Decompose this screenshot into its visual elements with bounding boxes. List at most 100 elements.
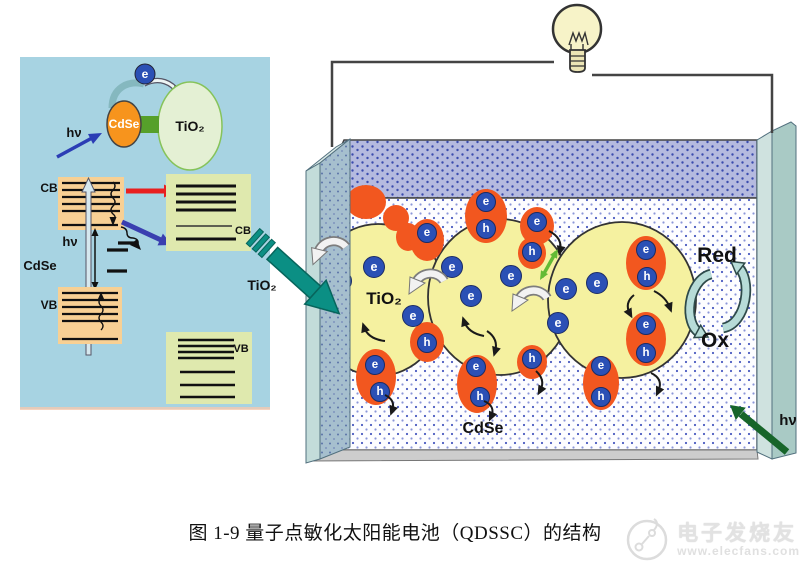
cdse-vb-box [58, 287, 122, 344]
exciton-arrowhead-down [540, 270, 548, 280]
electron-badge-label: e [483, 196, 489, 208]
cdse-vb-levels [62, 291, 118, 341]
hole-badge-label: h [482, 223, 489, 235]
charge-path-arrowhead [655, 385, 665, 397]
excitation-arrow [81, 176, 96, 356]
electron-badge-label: e [508, 269, 515, 283]
hole-badge [522, 242, 542, 262]
right-electrode-face [771, 121, 797, 460]
hole-badge-label: h [642, 347, 649, 359]
hv-label-top: hν [66, 125, 81, 140]
hole-badge [417, 333, 437, 353]
electron-badge [134, 63, 156, 85]
hole-badge [370, 382, 390, 402]
hole-badge-label: h [597, 391, 604, 403]
cdse-particle-label: CdSe [109, 117, 140, 131]
incident-light [730, 405, 790, 455]
left-electrode-face [319, 137, 351, 460]
cdse-quantum-dot [465, 189, 507, 243]
cell-labels: TiO₂ TiO₂ CdSe Red Ox hν [247, 244, 796, 437]
ox-label: Ox [701, 329, 729, 352]
watermark: 电子发烧友 www.elecfans.com [624, 517, 800, 563]
electron-badge-label: e [371, 260, 378, 274]
recombination-head-up [91, 228, 99, 236]
hv-arrow-top [56, 136, 93, 159]
electron-badge [466, 357, 486, 377]
charge-path-arrowhead [389, 404, 398, 416]
circuit [330, 3, 774, 147]
figure-caption: 图 1-9 量子点敏化太阳能电池（QDSSC）的结构 [188, 523, 602, 544]
electron-badge-label: e [598, 360, 604, 372]
light-bulb [551, 3, 603, 55]
injection-arrow-blue [120, 219, 163, 243]
electron-badge [636, 240, 656, 260]
hole-badge-label: h [476, 391, 483, 403]
bulb-filament [568, 30, 589, 50]
elecfans-logo-icon [626, 518, 668, 561]
electron-badge [476, 192, 496, 212]
watermark-site: www.elecfans.com [677, 543, 800, 558]
electron-badge [636, 315, 656, 335]
cdse-dots-label: CdSe [463, 420, 504, 437]
electron-badge-label: e [594, 276, 601, 290]
hv-cell-label: hν [779, 412, 797, 429]
trap-levels [107, 241, 136, 273]
transfer-arc [108, 79, 145, 109]
cdse-quantum-dot [346, 185, 386, 219]
exciton-arrowhead-up [550, 249, 558, 259]
charge-path-arrowhead [537, 384, 547, 396]
left-electrode-front [305, 162, 321, 464]
electron-badge-label: e [449, 260, 456, 274]
tio2-sphere-label: TiO₂ [366, 289, 402, 308]
electron-badge [500, 265, 522, 287]
electron-badge-label: e [372, 359, 378, 371]
vb-squiggle [98, 297, 104, 331]
electron-badge [555, 278, 577, 300]
electron-badge [363, 256, 385, 278]
bulb-base-threads [570, 55, 585, 67]
hv-label-low: hν [62, 234, 77, 249]
charge-path-arrowhead [664, 301, 673, 313]
electron-badge-label: e [643, 244, 649, 256]
redox-arrow-left [686, 270, 713, 338]
electron-badge-label: e [468, 289, 475, 303]
squiggle-arrowhead [109, 217, 117, 226]
electron-badge-label: e [563, 282, 570, 296]
hv-arrowhead-top [88, 133, 102, 144]
electron-badge-label: e [410, 309, 417, 323]
electron-badge [365, 355, 385, 375]
electron-badge [527, 212, 547, 232]
tio2-vb-label: VB [233, 343, 248, 355]
charge-path-arrowhead [361, 322, 370, 334]
vb-label: VB [41, 298, 58, 312]
tio2-mid-label: TiO₂ [247, 277, 276, 293]
panel-bottom-edge [20, 407, 270, 410]
charge-path-arrowhead [488, 410, 498, 422]
tio2-pointer-arrow [245, 227, 341, 315]
tio2-sphere [547, 221, 697, 379]
hole-badge-label: h [528, 353, 535, 365]
electron-badge-label: e [555, 316, 562, 330]
electron-label: e [142, 67, 149, 81]
tio2-cb-label: CB [235, 225, 251, 237]
hole-badge-label: h [423, 337, 430, 349]
charge-path-arrowhead [623, 307, 633, 319]
cb-label: CB [40, 181, 58, 195]
hole-badge [476, 219, 496, 239]
hole-badge [636, 343, 656, 363]
redox-arrowhead-left [692, 323, 710, 339]
electron-badge-label: e [534, 216, 540, 228]
hv-arrow-cell [738, 411, 790, 455]
right-electrode-front [756, 130, 773, 460]
cdse-tio2-connector [140, 116, 159, 133]
electron-badge [591, 356, 611, 376]
cdse-quantum-dot [626, 312, 666, 366]
redox-arrow-right [721, 263, 750, 332]
cell-top-band [316, 139, 758, 199]
electron-badge [417, 223, 437, 243]
electron-badge [586, 272, 608, 294]
watermark-brand: 电子发烧友 [677, 521, 798, 545]
cell-bottom-edge [307, 449, 759, 462]
recombination-head-down [91, 282, 99, 290]
